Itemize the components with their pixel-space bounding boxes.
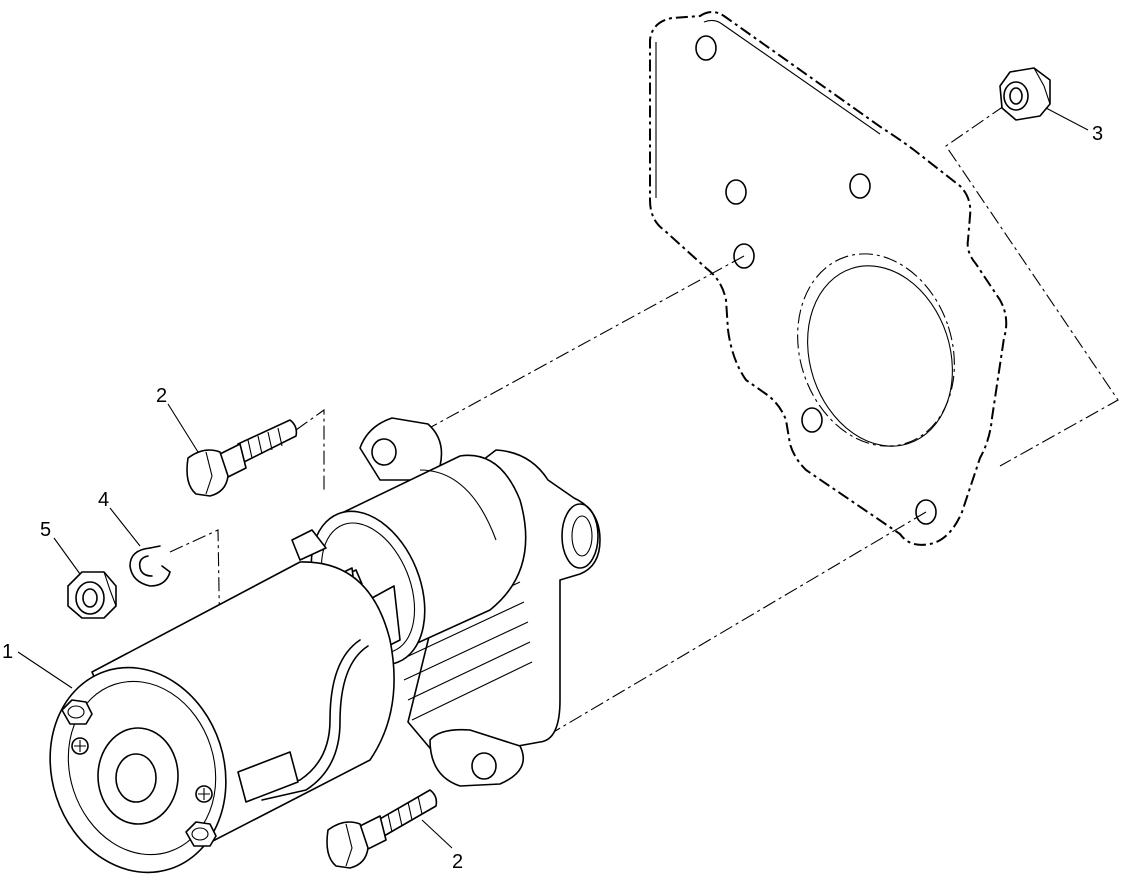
- lock-washer-part-4: [129, 545, 171, 587]
- callout-3: 3: [1092, 123, 1103, 145]
- callout-labels: 1 2 2 3 4 5: [2, 123, 1103, 873]
- bolt-part-2-lower: [326, 789, 438, 869]
- callout-2-lower: 2: [452, 851, 463, 873]
- callout-4: 4: [98, 489, 109, 511]
- end-cap-bolt-top: [61, 699, 93, 725]
- callout-5: 5: [40, 519, 51, 541]
- nut-part-3: [999, 67, 1051, 121]
- callout-leaders: [17, 107, 1089, 849]
- bolt-part-2-upper: [186, 419, 298, 497]
- mounting-plate: [649, 11, 1008, 546]
- callout-2-upper: 2: [156, 385, 167, 407]
- nut-part-5: [67, 571, 117, 619]
- end-cap-bolt-bottom: [185, 821, 217, 847]
- starter-motor-part-1: [49, 417, 601, 874]
- callout-1: 1: [2, 641, 13, 663]
